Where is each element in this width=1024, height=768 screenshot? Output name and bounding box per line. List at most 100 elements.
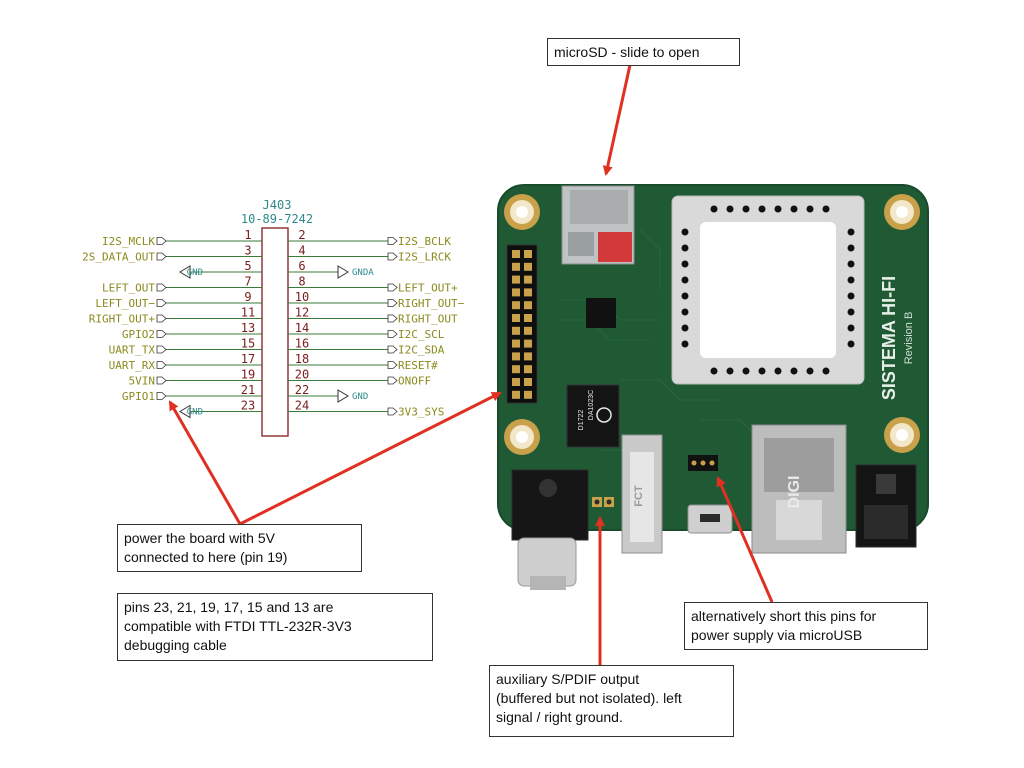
header-pin [512, 390, 520, 399]
pin-number: 1 [244, 228, 251, 242]
module-pad [742, 205, 750, 213]
pin-number: 21 [241, 383, 255, 397]
microusb-power-jumper [688, 455, 718, 471]
micro-usb-connector [687, 504, 733, 534]
wifi-module [671, 195, 865, 385]
connector-schematic: J403 10-89-7242 1I2S_MCLK32S_DATA_OUT5GN… [82, 198, 465, 437]
mounting-hole-top-right [884, 194, 920, 230]
callout-ftdi: pins 23, 21, 19, 17, 15 and 13 are compa… [117, 593, 433, 661]
module-pad [758, 367, 766, 375]
pin-label: UART_TX [109, 344, 156, 357]
header-pin [512, 352, 520, 361]
module-pad [774, 367, 782, 375]
pin-number: 17 [241, 352, 255, 366]
arrow-microusb [716, 476, 774, 603]
header-pin [524, 275, 532, 284]
pin-number: 8 [298, 275, 305, 289]
pin-number: 15 [241, 337, 255, 351]
header-pin [524, 250, 532, 258]
rca-connector [511, 469, 589, 590]
module-pad [847, 292, 855, 300]
port-symbol [387, 252, 398, 261]
module-pad [822, 205, 830, 213]
port-symbol [387, 283, 398, 292]
port-symbol [387, 376, 398, 385]
pin-label: RIGHT_OUT [398, 313, 458, 326]
annotation-arrows [168, 64, 774, 665]
module-pad [726, 205, 734, 213]
pin-label: GPIO1 [122, 390, 155, 403]
header-pin [512, 301, 520, 310]
port-symbol [156, 283, 167, 292]
header-pin [512, 288, 520, 297]
pin-number: 10 [295, 290, 309, 304]
module-pad [742, 367, 750, 375]
header-pin [524, 262, 532, 271]
pin-number: 6 [298, 259, 305, 273]
usb-a-connector: FCT [621, 434, 663, 554]
ground-symbol [179, 404, 191, 419]
header-pin [524, 288, 532, 297]
arrow-power-header [239, 391, 502, 526]
module-pad [681, 244, 689, 252]
mounting-hole-bottom-left [504, 419, 540, 455]
callout-spdif: auxiliary S/PDIF output (buffered but no… [489, 665, 734, 737]
module-pad [806, 205, 814, 213]
module-pad [847, 324, 855, 332]
pin-label: ONOFF [398, 375, 431, 388]
port-symbol [387, 330, 398, 338]
pin-number: 24 [295, 399, 309, 413]
rj45-marking: DIGI [786, 476, 803, 509]
mounting-hole-top-left [504, 194, 540, 230]
port-symbol [387, 237, 398, 245]
connector-ref: J403 [263, 198, 292, 212]
module-pad [681, 276, 689, 284]
pin-label: GND [352, 392, 368, 402]
mounting-hole-bottom-right [884, 417, 920, 453]
module-pad [847, 228, 855, 236]
module-pad [847, 340, 855, 348]
header-pin [524, 352, 532, 361]
pin-number: 7 [244, 275, 251, 289]
pin-label: 2S_DATA_OUT [82, 251, 155, 264]
pin-header-j403 [506, 244, 538, 404]
header-pin [524, 378, 532, 386]
pcb-board: DA1023C D1722 SISTEMA HI-FI Revision B [497, 184, 929, 590]
pin-number: 9 [244, 290, 251, 304]
pin-label: I2S_BCLK [398, 235, 451, 248]
pin-label: LEFT_OUT+ [398, 282, 458, 295]
port-symbol [387, 314, 398, 323]
header-pin [524, 365, 532, 374]
module-pad [681, 228, 689, 236]
spdif-aux-pads [592, 497, 614, 507]
pin-label: 3V3_SYS [398, 406, 444, 419]
port-symbol [156, 252, 167, 261]
header-pin [512, 339, 520, 348]
pin-number: 13 [241, 321, 255, 335]
header-pin [524, 339, 532, 348]
pin-label: I2S_MCLK [102, 235, 155, 248]
pin-number: 5 [244, 259, 251, 273]
pin-label: LEFT_OUT [102, 282, 155, 295]
pin-label: RESET# [398, 359, 438, 372]
pin-label: GNDA [352, 268, 374, 278]
module-pad [847, 308, 855, 316]
module-pad [790, 205, 798, 213]
pin-number: 16 [295, 337, 309, 351]
microsd-slot [561, 185, 635, 265]
